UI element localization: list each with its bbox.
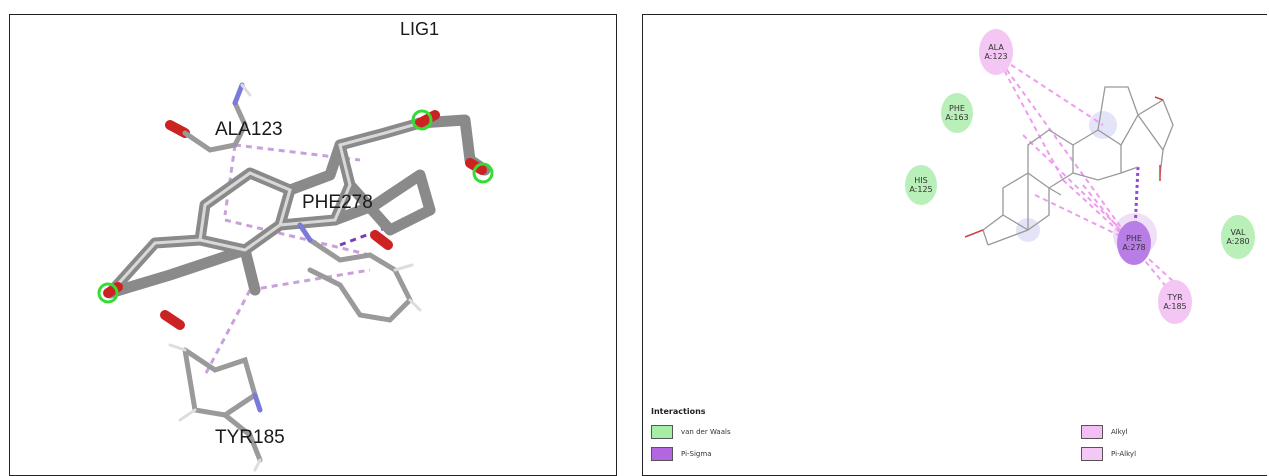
ligand-label: LIG1 bbox=[400, 19, 440, 39]
2d-pi-sigma-line bbox=[1133, 166, 1140, 231]
3d-molecule-render bbox=[97, 82, 494, 472]
legend-item-pi-sigma: Pi-Sigma bbox=[651, 447, 711, 461]
residue-label-ala123: ALA123 bbox=[215, 119, 283, 140]
steroid-skeleton bbox=[982, 86, 1174, 246]
legend-item-pi-alkyl: Pi-Alkyl bbox=[1081, 447, 1136, 461]
legend-swatch bbox=[1081, 447, 1103, 461]
legend-title: Interactions bbox=[651, 407, 706, 416]
oxygens bbox=[964, 96, 1164, 238]
hbond-acceptor-highlights bbox=[97, 109, 494, 304]
legend-swatch bbox=[651, 447, 673, 461]
legend-swatch bbox=[1081, 425, 1103, 439]
3d-interaction-view: LIG1 ALA123 PHE278 TYR185 bbox=[9, 14, 617, 476]
2d-ligand-structure bbox=[964, 54, 1189, 296]
residue-label-phe278: PHE278 bbox=[302, 192, 373, 213]
ligand-sticks bbox=[104, 114, 491, 299]
legend-item-alkyl: Alkyl bbox=[1081, 425, 1128, 439]
legend-swatch bbox=[651, 425, 673, 439]
legend-item-van-der-waals: van der Waals bbox=[651, 425, 731, 439]
residue-label-tyr185: TYR185 bbox=[215, 427, 285, 448]
